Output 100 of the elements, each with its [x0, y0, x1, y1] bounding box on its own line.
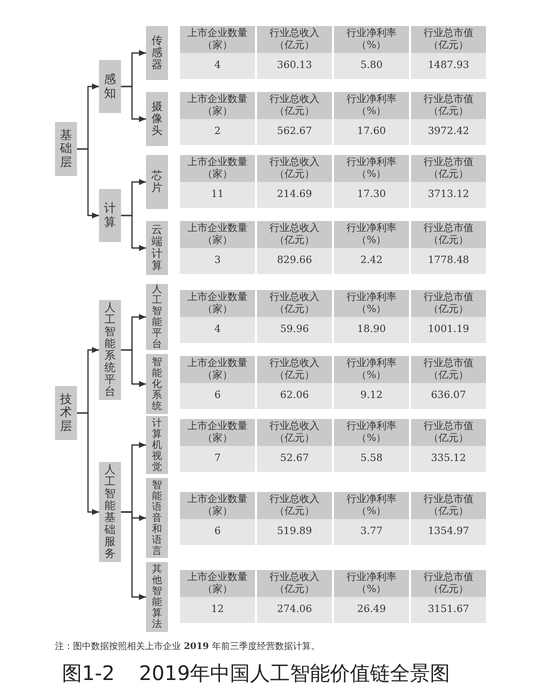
table-header-cell: 行业净利率（%）: [334, 221, 409, 248]
category-label: 基础层: [60, 129, 72, 169]
table-header-cell: 上市企业数量（家）: [180, 356, 255, 383]
category-label: 计算: [104, 202, 116, 229]
category-box: [146, 284, 168, 350]
table-header-cell: 行业总收入（亿元）: [257, 221, 332, 248]
table-header-cell: 上市企业数量（家）: [180, 26, 255, 53]
category-box: [99, 60, 121, 113]
table-cell: 274.06: [257, 597, 332, 623]
category-box: [146, 416, 168, 474]
table-header-cell: 行业总收入（亿元）: [257, 155, 332, 182]
category-box: [99, 300, 121, 400]
category-label: 摄像头: [152, 100, 162, 138]
table-cell: 7: [180, 446, 255, 472]
table-cell: 62.06: [257, 383, 332, 409]
table-cell: 59.96: [257, 317, 332, 343]
table-cell: 562.67: [257, 119, 332, 145]
table-cell: 26.49: [334, 597, 409, 623]
table-cell: 3713.12: [411, 182, 486, 208]
category-label: 其他智能算法: [152, 564, 162, 630]
table-header-cell: 行业总收入（亿元）: [257, 356, 332, 383]
table-cell: 1354.97: [411, 519, 486, 545]
category-label: 计算机视觉: [152, 418, 162, 472]
footnote: 注：图中数据按照相关上市企业 2019 年前三季度经营数据计算。: [55, 640, 320, 653]
category-label: 感知: [104, 73, 116, 100]
table-cell: 6: [180, 383, 255, 409]
arrow: [121, 86, 146, 122]
table-cell: 4: [180, 317, 255, 343]
table-cell: 3.77: [334, 519, 409, 545]
table-header-cell: 上市企业数量（家）: [180, 570, 255, 597]
category-box: [146, 221, 168, 275]
table-cell: 2.42: [334, 248, 409, 274]
table-header-cell: 上市企业数量（家）: [180, 492, 255, 519]
category-label: 智能语音和语言: [152, 480, 162, 556]
category-label: 智能化系统: [152, 356, 162, 412]
table-cell: 5.80: [334, 53, 409, 79]
table-cell: 12: [180, 597, 255, 623]
table-cell: 2: [180, 119, 255, 145]
table-header-cell: 上市企业数量（家）: [180, 419, 255, 446]
table-header-cell: 行业净利率（%）: [334, 492, 409, 519]
table-cell: 1001.19: [411, 317, 486, 343]
category-label: 人工智能系统平台: [104, 302, 116, 398]
table-cell: 1487.93: [411, 53, 486, 79]
table-cell: 829.66: [257, 248, 332, 274]
category-box: [146, 562, 168, 632]
table-header-cell: 行业总收入（亿元）: [257, 26, 332, 53]
category-box: [146, 92, 168, 146]
arrow: [121, 349, 146, 387]
table-cell: 9.12: [334, 383, 409, 409]
table-header-cell: 行业净利率（%）: [334, 570, 409, 597]
table-header-cell: 行业总收入（亿元）: [257, 92, 332, 119]
table-cell: 214.69: [257, 182, 332, 208]
table-cell: 17.30: [334, 182, 409, 208]
arrow: [121, 511, 146, 600]
table-header-cell: 行业总市值（亿元）: [411, 290, 486, 317]
table-cell: 17.60: [334, 119, 409, 145]
category-box: [146, 478, 168, 558]
category-label: 云端计算: [152, 224, 162, 272]
table-header-cell: 行业总收入（亿元）: [257, 570, 332, 597]
table-cell: 335.12: [411, 446, 486, 472]
table-header-cell: 行业总市值（亿元）: [411, 221, 486, 248]
table-header-cell: 行业总市值（亿元）: [411, 419, 486, 446]
table-cell: 1778.48: [411, 248, 486, 274]
table-header-cell: 行业净利率（%）: [334, 419, 409, 446]
category-label: 人工智能平台: [152, 284, 162, 350]
table-header-cell: 行业总市值（亿元）: [411, 492, 486, 519]
category-box: [99, 462, 121, 562]
table-header-cell: 上市企业数量（家）: [180, 221, 255, 248]
category-box: [55, 122, 77, 176]
arrow: [121, 214, 146, 251]
table-header-cell: 行业总收入（亿元）: [257, 290, 332, 317]
category-box: [55, 386, 77, 440]
table-header-cell: 行业净利率（%）: [334, 26, 409, 53]
category-box: [146, 26, 168, 80]
table-header-cell: 行业净利率（%）: [334, 356, 409, 383]
table-header-cell: 行业总收入（亿元）: [257, 492, 332, 519]
table-header-cell: 行业总市值（亿元）: [411, 92, 486, 119]
table-header-cell: 上市企业数量（家）: [180, 92, 255, 119]
table-cell: 4: [180, 53, 255, 79]
table-cell: 18.90: [334, 317, 409, 343]
table-header-cell: 行业净利率（%）: [334, 155, 409, 182]
table-header-cell: 行业净利率（%）: [334, 290, 409, 317]
category-box: [146, 155, 168, 209]
table-cell: 636.07: [411, 383, 486, 409]
category-label: 人工智能基础服务: [104, 464, 116, 560]
table-cell: 3: [180, 248, 255, 274]
table-header-cell: 上市企业数量（家）: [180, 155, 255, 182]
table-header-cell: 行业总市值（亿元）: [411, 356, 486, 383]
table-header-cell: 行业总市值（亿元）: [411, 155, 486, 182]
table-header-cell: 行业总收入（亿元）: [257, 419, 332, 446]
table-header-cell: 行业净利率（%）: [334, 92, 409, 119]
category-label: 传感器: [152, 34, 162, 72]
table-cell: 519.89: [257, 519, 332, 545]
figure-caption: 图1-2 2019年中国人工智能价值链全景图: [62, 660, 450, 687]
category-label: 芯片: [152, 170, 162, 194]
arrow: [77, 148, 99, 218]
table-header-cell: 行业总市值（亿元）: [411, 570, 486, 597]
category-label: 技术层: [60, 393, 72, 433]
table-header-cell: 行业总市值（亿元）: [411, 26, 486, 53]
table-cell: 3972.42: [411, 119, 486, 145]
